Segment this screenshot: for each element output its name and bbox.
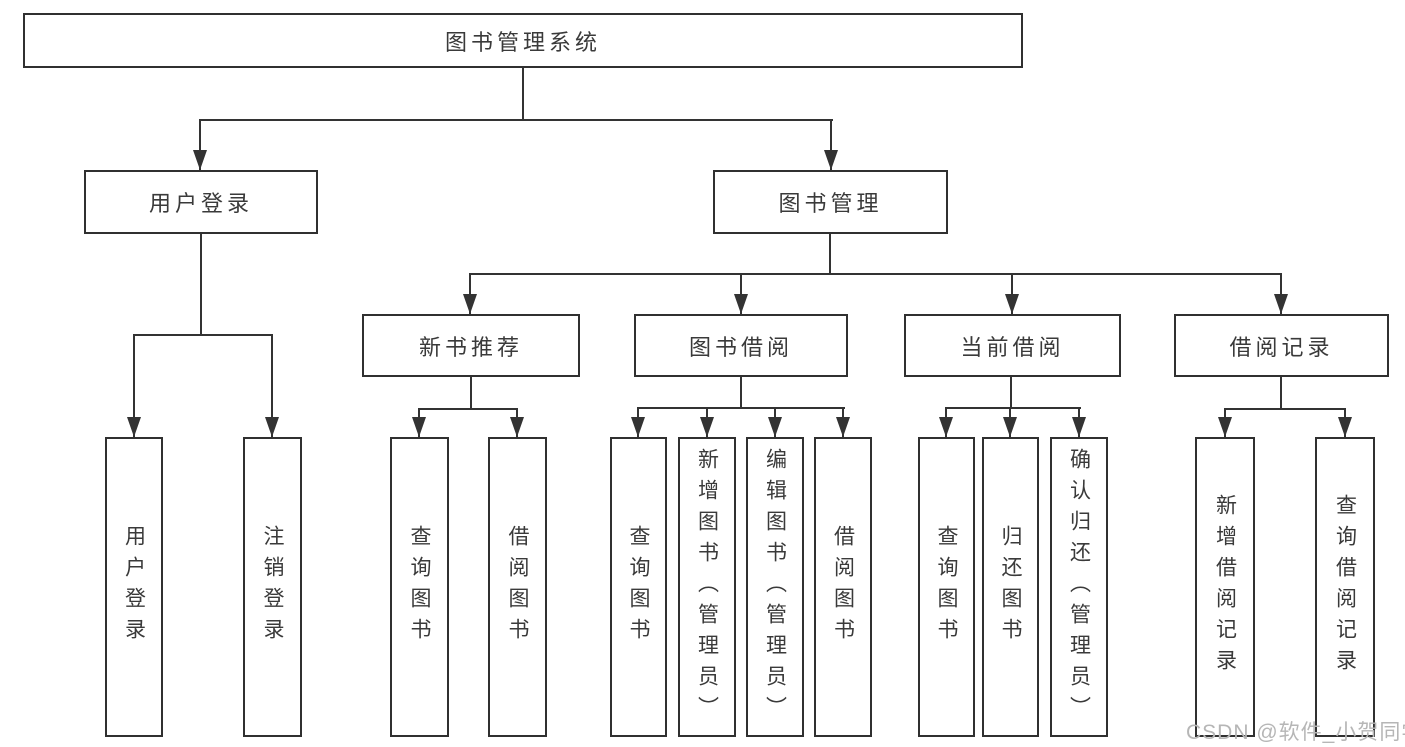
connector-arrow [637, 407, 639, 437]
connector-line [470, 273, 1282, 275]
leaf-query-borrow-record: 查询借阅记录 [1315, 437, 1375, 737]
connector-line [740, 377, 742, 409]
connector-arrow [774, 407, 776, 437]
connector-line [1010, 377, 1012, 409]
connector-line [945, 407, 1081, 409]
connector-arrow [271, 334, 273, 437]
leaf-query-books-current: 查询图书 [918, 437, 975, 737]
node-label: 当前借阅 [960, 334, 1065, 360]
node-label: 图书借阅 [688, 334, 793, 360]
connector-arrow [830, 119, 832, 170]
node-label: 用户登录 [148, 191, 253, 216]
connector-arrow [1224, 408, 1226, 437]
node-label: 借阅记录 [1229, 334, 1334, 360]
node-label: 借阅图书 [831, 525, 855, 649]
node-label: 用户登录 [122, 525, 146, 649]
node-label: 图书管理系统 [444, 29, 601, 55]
node-label: 查询借阅记录 [1333, 494, 1357, 680]
connector-arrow [133, 334, 135, 437]
node-book-borrowing: 图书借阅 [634, 314, 848, 377]
connector-line [829, 234, 831, 275]
connector-arrow [1011, 273, 1013, 314]
connector-arrow [1344, 408, 1346, 437]
node-label: 新书推荐 [418, 334, 523, 360]
node-label: 查询图书 [408, 525, 431, 649]
connector-arrow [740, 273, 742, 314]
connector-line [470, 377, 472, 410]
connector-line [133, 334, 273, 336]
connector-arrow [516, 408, 518, 437]
leaf-logout: 注销登录 [243, 437, 302, 737]
node-label: 注销登录 [261, 525, 284, 649]
node-label: 查询图书 [627, 525, 650, 649]
connector-arrow [945, 407, 947, 437]
leaf-add-borrow-record: 新增借阅记录 [1195, 437, 1255, 737]
node-label: 图书管理 [778, 191, 883, 216]
connector-line [199, 119, 833, 121]
connector-arrow [1009, 407, 1011, 437]
leaf-return-books: 归还图书 [982, 437, 1039, 737]
node-current-borrowing: 当前借阅 [904, 314, 1121, 377]
node-book-management: 图书管理 [713, 170, 948, 234]
node-borrowing-records: 借阅记录 [1174, 314, 1389, 377]
node-label: 新增图书（管理员） [695, 447, 719, 727]
connector-arrow [1280, 273, 1282, 314]
node-library-management-system: 图书管理系统 [23, 13, 1023, 68]
leaf-add-book-admin: 新增图书（管理员） [678, 437, 736, 737]
connector-line [418, 408, 518, 410]
connector-arrow [199, 119, 201, 170]
node-user-login: 用户登录 [84, 170, 318, 234]
connector-line [1224, 408, 1346, 410]
connector-line [637, 407, 845, 409]
connector-line [522, 68, 524, 121]
leaf-borrow-books: 借阅图书 [814, 437, 872, 737]
node-label: 确认归还（管理员） [1067, 447, 1091, 727]
leaf-borrow-books-recommend: 借阅图书 [488, 437, 547, 737]
connector-line [200, 234, 202, 336]
leaf-edit-book-admin: 编辑图书（管理员） [746, 437, 804, 737]
leaf-query-books-recommend: 查询图书 [390, 437, 449, 737]
node-label: 查询图书 [935, 525, 958, 649]
node-label: 借阅图书 [506, 525, 529, 649]
node-label: 编辑图书（管理员） [763, 447, 787, 727]
connector-arrow [418, 408, 420, 437]
connector-arrow [842, 407, 844, 437]
connector-arrow [469, 273, 471, 314]
node-label: 归还图书 [999, 525, 1022, 649]
leaf-query-books-borrowing: 查询图书 [610, 437, 667, 737]
watermark: CSDN @软件_小贺同学 [1186, 721, 1405, 744]
connector-arrow [706, 407, 708, 437]
leaf-user-login: 用户登录 [105, 437, 163, 737]
connector-arrow [1078, 407, 1080, 437]
connector-line [1280, 377, 1282, 410]
leaf-confirm-return-admin: 确认归还（管理员） [1050, 437, 1108, 737]
node-label: 新增借阅记录 [1213, 494, 1237, 680]
node-new-book-recommendation: 新书推荐 [362, 314, 580, 377]
